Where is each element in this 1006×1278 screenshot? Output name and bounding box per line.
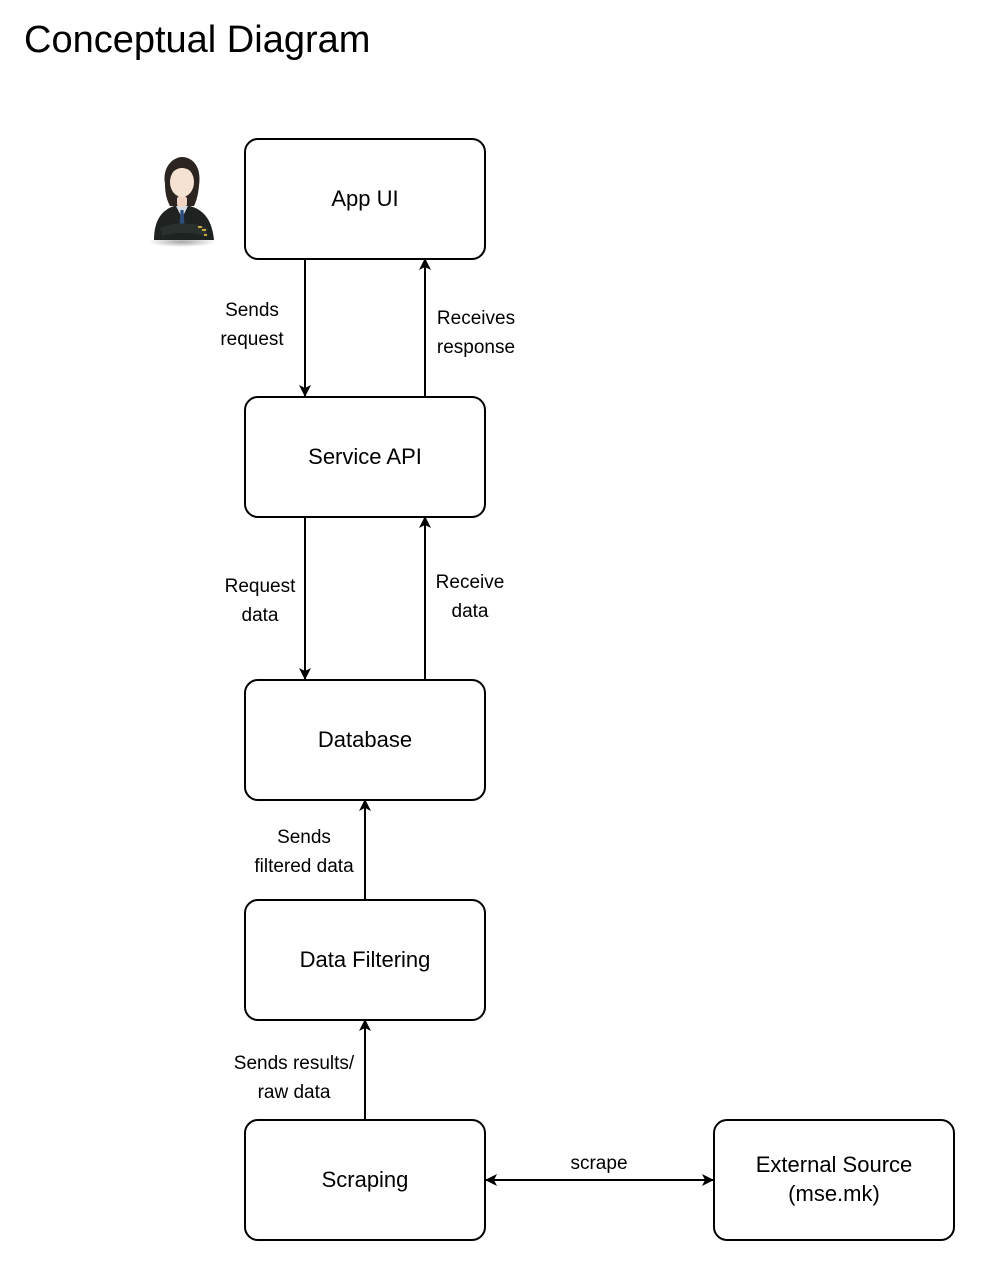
node-service-api-label: Service API [308,443,422,469]
node-app-ui-label: App UI [331,185,399,211]
node-service-api: Service API [244,396,486,518]
node-external-source-domain: (mse.mk) [788,1181,880,1206]
node-scraping: Scraping [244,1119,486,1241]
page-title: Conceptual Diagram [24,19,371,61]
edge-label-sends-filtered-data: Sends filtered data [254,827,354,877]
edge-label-sends-results: Sends results/ raw data [233,1053,355,1103]
node-database-label: Database [317,726,413,752]
edge-label-receive-data: Receive data [435,572,505,622]
edge-label-receives-response: Receives response [436,308,516,358]
node-data-filtering-label: Data Filtering [299,946,431,972]
node-external-source: External Source (mse.mk) [713,1119,955,1241]
node-app-ui: App UI [244,138,486,260]
node-data-filtering: Data Filtering [244,899,486,1021]
node-database: Database [244,679,486,801]
edge-label-sends-request: Sends request [220,300,284,350]
user-avatar-icon [148,157,216,247]
node-external-source-label: External Source [755,1152,913,1178]
node-scraping-label: Scraping [321,1166,409,1192]
edge-label-scrape: scrape [570,1153,628,1174]
edge-label-request-data: Request data [224,576,296,626]
